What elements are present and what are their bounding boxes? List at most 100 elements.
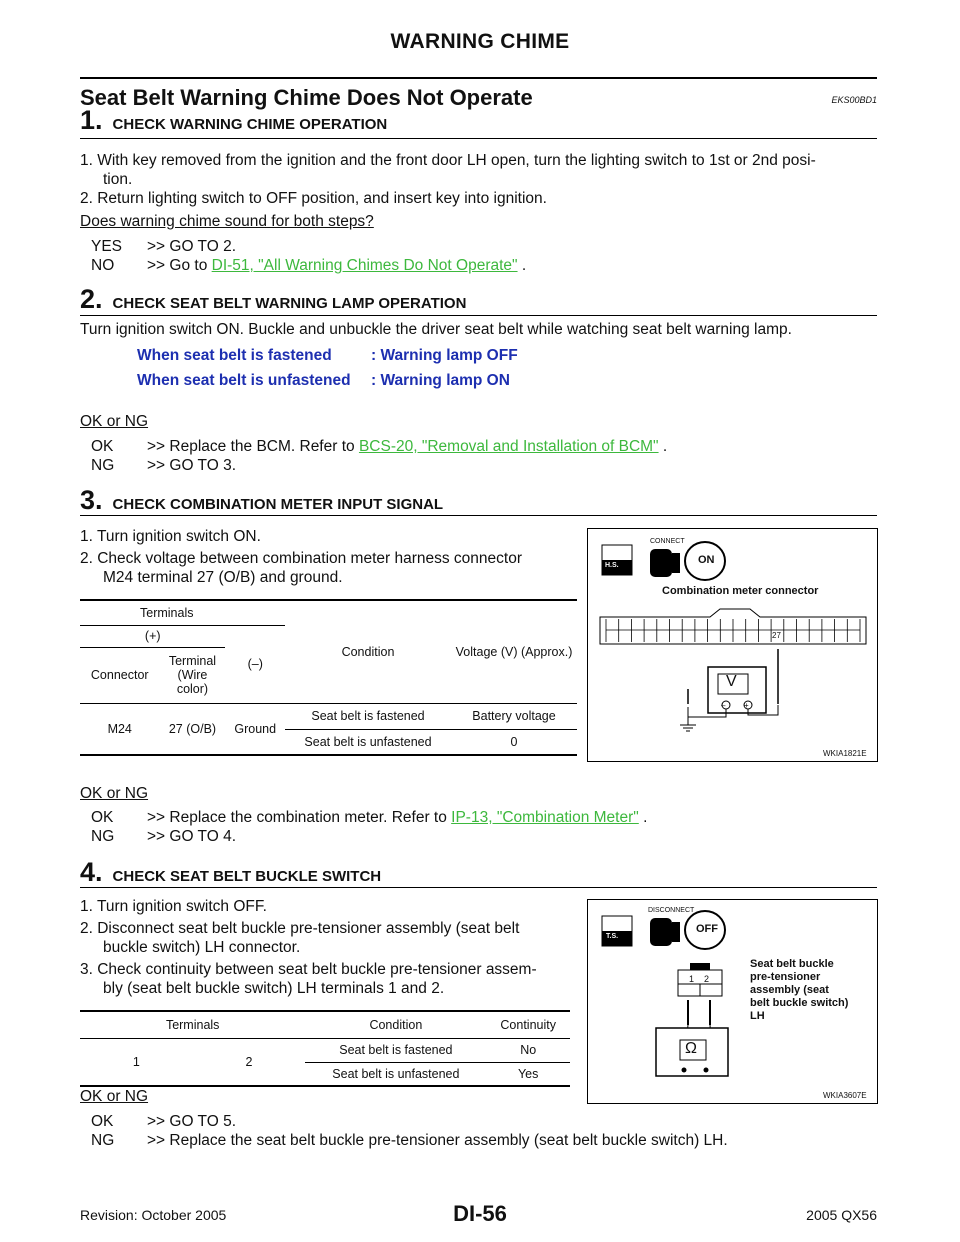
- voltage-table-voltage-header: Voltage (V) (Approx.): [455, 644, 573, 659]
- step-4-question: OK or NG: [80, 1088, 149, 1105]
- voltage-table-value-2: 0: [510, 734, 518, 749]
- buckle-pin-1: 1: [689, 974, 695, 984]
- step-1-yes-text: >> GO TO 2.: [147, 238, 237, 255]
- step-2-ok-prefix: >> Replace the BCM. Refer to: [147, 438, 355, 455]
- step-4-item-2: 2. Disconnect seat belt buckle pre-tensi…: [80, 920, 520, 937]
- step-3-item-1: 1. Turn ignition switch ON.: [80, 528, 261, 545]
- step-3-heading: 3. CHECK COMBINATION METER INPUT SIGNAL: [80, 485, 443, 516]
- voltage-table-condition-header: Condition: [341, 644, 395, 659]
- ts-icon-band: [602, 931, 632, 946]
- hs-label: H.S.: [605, 562, 619, 569]
- ohmmeter-label: Ω: [685, 1040, 697, 1057]
- step-2-spec-result-2: : Warning lamp ON: [371, 372, 510, 389]
- continuity-table-value-2: Yes: [517, 1066, 539, 1081]
- combination-meter-diagram: [599, 541, 867, 732]
- buckle-switch-diagram: [601, 910, 729, 1077]
- step-1-no-suffix: .: [521, 257, 527, 274]
- step-3-ok-line: >> Replace the combination meter. Refer …: [147, 808, 647, 827]
- step-4-item-2-cont: buckle switch) LH connector.: [103, 939, 301, 956]
- step-4-ng-label: NG: [91, 1132, 115, 1149]
- off-label: OFF: [696, 923, 718, 935]
- step-1-no-link[interactable]: DI-51, "All Warning Chimes Do Not Operat…: [211, 257, 518, 274]
- step-3-ok-label: OK: [91, 809, 114, 826]
- figure-code-1: WKIA1821E: [823, 749, 867, 758]
- continuity-table-cond-2: Seat belt is unfastened: [332, 1066, 460, 1081]
- step-3-item-2: 2. Check voltage between combination met…: [80, 550, 522, 567]
- step-3-ok-suffix: .: [643, 809, 648, 826]
- on-label: ON: [698, 554, 715, 566]
- voltage-table-connector-header: Connector: [80, 646, 160, 703]
- section-title: Seat Belt Warning Chime Does Not Operate: [80, 85, 533, 110]
- step-2-rule: [80, 315, 877, 316]
- step-3-number: 3.: [80, 485, 103, 515]
- step-2-spec-cond-2: When seat belt is unfastened: [137, 372, 351, 389]
- voltage-table-minus-header: (–): [225, 624, 285, 703]
- voltage-table-row-terminal: 27 (O/B): [168, 721, 217, 736]
- footer-model: 2005 QX56: [806, 1207, 877, 1223]
- ts-label: T.S.: [606, 933, 619, 940]
- ignition-key-icon: [684, 541, 726, 581]
- header-rule: [80, 77, 877, 79]
- step-3-item-2-cont: M24 terminal 27 (O/B) and ground.: [103, 569, 343, 586]
- step-4-rule: [80, 887, 877, 888]
- step-4-item-3: 3. Check continuity between seat belt bu…: [80, 961, 537, 978]
- ignition-key-off-icon: [684, 910, 726, 950]
- voltage-table-terminals-header: Terminals: [140, 605, 194, 620]
- footer-revision: Revision: October 2005: [80, 1207, 227, 1223]
- step-2-spec-cond-1: When seat belt is fastened: [137, 347, 332, 364]
- step-4-number: 4.: [80, 857, 103, 887]
- step-1-item-2: 2. Return lighting switch to OFF positio…: [80, 190, 547, 207]
- voltage-table-row-connector: M24: [107, 721, 132, 736]
- step-3-ng-label: NG: [91, 828, 115, 845]
- step-1-no-prefix: >> Go to: [147, 257, 208, 274]
- step-4-item-1: 1. Turn ignition switch OFF.: [80, 898, 267, 915]
- disconnect-label: DISCONNECT: [648, 907, 695, 914]
- voltage-table-row-ground: Ground: [234, 721, 277, 736]
- step-1-item-1-cont: tion.: [103, 171, 133, 188]
- step-4-ng-text: >> Replace the seat belt buckle pre-tens…: [147, 1132, 728, 1149]
- continuity-table-terminal-2: 2: [245, 1054, 253, 1069]
- step-1-yes-label: YES: [91, 238, 123, 255]
- voltmeter-negative: –: [721, 701, 726, 710]
- section-code: EKS00BD1: [831, 95, 877, 105]
- step-3-ok-link[interactable]: IP-13, "Combination Meter": [451, 809, 639, 826]
- step-1-number: 1.: [80, 105, 103, 135]
- connector-plug-icon: [650, 549, 672, 577]
- buckle-switch-label: Seat belt buckle pre-tensioner assembly …: [750, 958, 849, 1022]
- step-4-heading: 4. CHECK SEAT BELT BUCKLE SWITCH: [80, 857, 381, 888]
- combination-meter-figure: H.S. CONNECT ON Combination meter connec…: [587, 528, 878, 762]
- step-2-number: 2.: [80, 284, 103, 314]
- voltage-table: Terminals Condition Voltage (V) (Approx.…: [80, 599, 577, 756]
- step-2-question: OK or NG: [80, 413, 149, 430]
- step-2-ng-text: >> GO TO 3.: [147, 457, 237, 474]
- step-4-ok-label: OK: [91, 1113, 114, 1130]
- step-3-title: CHECK COMBINATION METER INPUT SIGNAL: [112, 496, 444, 513]
- continuity-table-terminals-header: Terminals: [165, 1017, 220, 1032]
- step-2-ok-label: OK: [91, 438, 114, 455]
- continuity-table-continuity-header: Continuity: [500, 1017, 556, 1032]
- step-2-text: Turn ignition switch ON. Buckle and unbu…: [80, 321, 792, 338]
- step-2-ok-link[interactable]: BCS-20, "Removal and Installation of BCM…: [358, 438, 659, 455]
- page-number: DI-56: [453, 1201, 507, 1226]
- step-4-item-3-cont: bly (seat belt buckle switch) LH termina…: [103, 980, 445, 997]
- step-2-heading: 2. CHECK SEAT BELT WARNING LAMP OPERATIO…: [80, 284, 466, 315]
- step-2-spec-result-1: : Warning lamp OFF: [371, 347, 518, 364]
- continuity-table: Terminals Condition Continuity 1 2 Seat …: [80, 1010, 570, 1087]
- hs-icon-band: [602, 560, 632, 575]
- step-4-ok-text: >> GO TO 5.: [147, 1113, 237, 1130]
- page-header-title: WARNING CHIME: [390, 30, 570, 53]
- step-4-title: CHECK SEAT BELT BUCKLE SWITCH: [112, 868, 382, 885]
- step-2-ng-label: NG: [91, 457, 115, 474]
- voltage-table-value-1: Battery voltage: [472, 709, 556, 723]
- continuity-table-value-1: No: [520, 1043, 537, 1057]
- step-2-ok-line: >> Replace the BCM. Refer to BCS-20, "Re…: [147, 437, 667, 456]
- step-1-no-label: NO: [91, 257, 115, 274]
- voltage-table-cond-1: Seat belt is fastened: [311, 709, 425, 723]
- voltmeter-positive: +: [744, 701, 749, 710]
- voltage-table-plus-header: (+): [80, 624, 226, 647]
- step-3-rule: [80, 515, 877, 516]
- step-1-no-line: >> Go to DI-51, "All Warning Chimes Do N…: [147, 256, 526, 275]
- step-3-question: OK or NG: [80, 785, 149, 802]
- buckle-pin-2: 2: [704, 974, 710, 984]
- step-2-ok-suffix: .: [662, 438, 668, 455]
